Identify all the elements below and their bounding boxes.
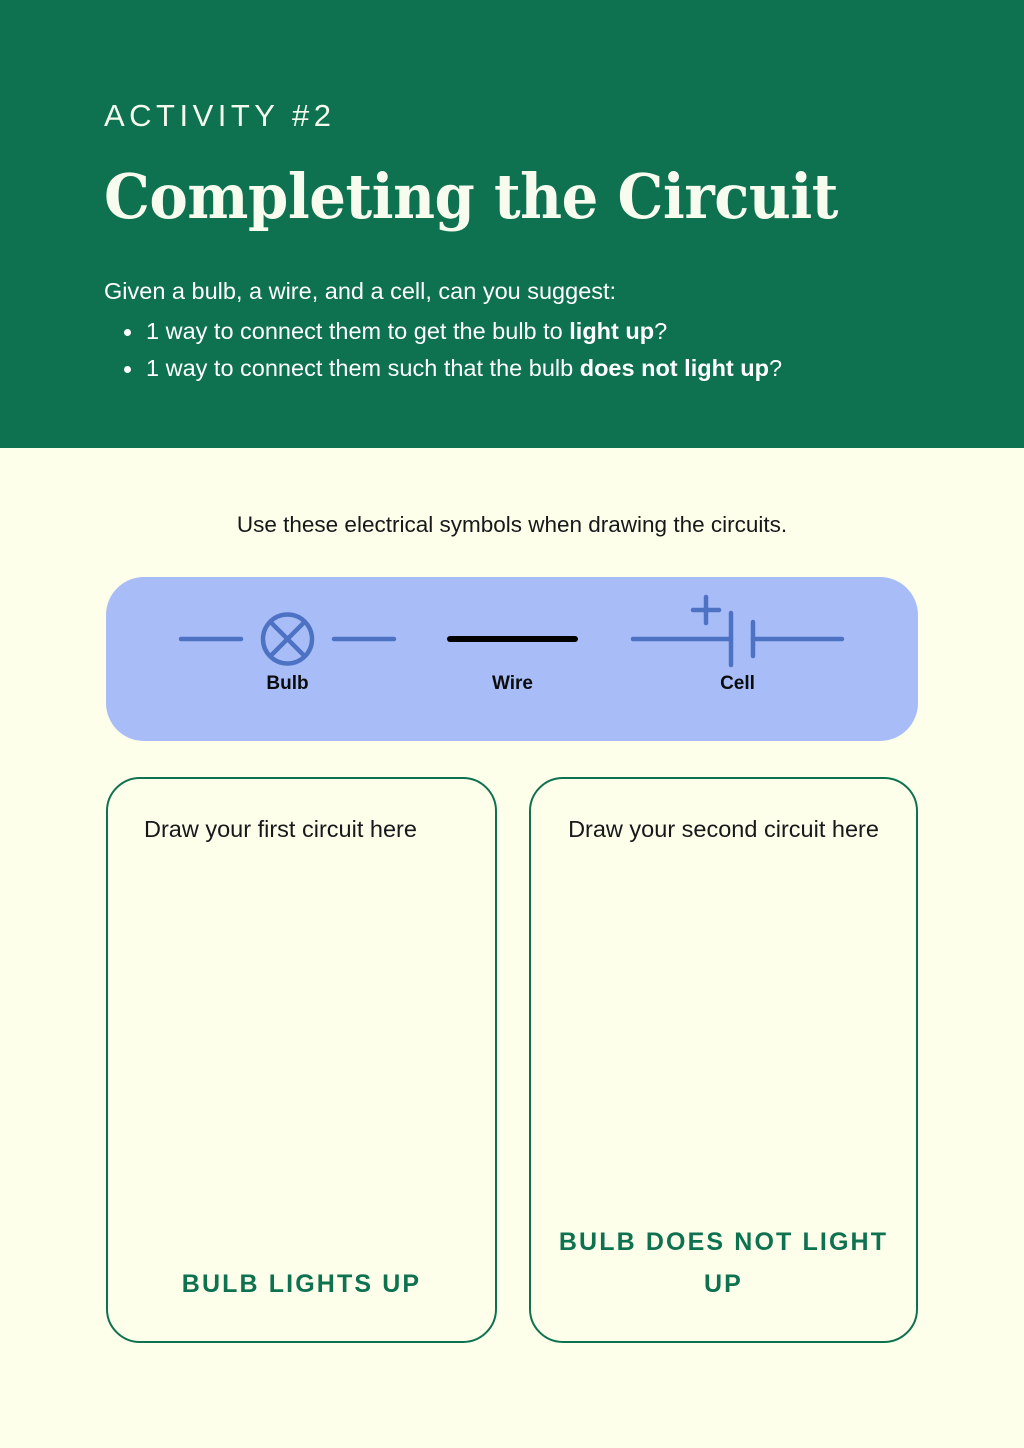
bullet-suffix-1: ? xyxy=(654,318,668,344)
page-title: Completing the Circuit xyxy=(104,160,838,233)
draw-prompt-second: Draw your second circuit here xyxy=(568,816,879,842)
result-label-second: BULB DOES NOT LIGHT UP xyxy=(558,1228,889,1298)
symbol-item-wire: Wire xyxy=(400,577,625,741)
battery-cell-icon xyxy=(630,594,845,668)
symbols-caption: Use these electrical symbols when drawin… xyxy=(236,512,788,537)
symbol-label-bulb: Bulb xyxy=(266,673,309,694)
prompt-bullet-list: 1 way to connect them to get the bulb to… xyxy=(104,313,782,387)
symbol-item-cell: Cell xyxy=(625,577,850,741)
list-item: 1 way to connect them to get the bulb to… xyxy=(104,313,782,350)
answer-box-second-circuit[interactable]: Draw your second circuit here BULB DOES … xyxy=(529,777,918,1343)
answer-box-first-circuit[interactable]: Draw your first circuit here BULB LIGHTS… xyxy=(106,777,497,1343)
draw-prompt-first: Draw your first circuit here xyxy=(144,816,417,842)
header-band: ACTIVITY #2 Completing the Circuit Given… xyxy=(0,0,1024,448)
prompt-intro: Given a bulb, a wire, and a cell, can yo… xyxy=(104,278,617,304)
bullet-emphasis-2: does not light up xyxy=(579,355,769,381)
bullet-emphasis-1: light up xyxy=(569,318,655,344)
list-item: 1 way to connect them such that the bulb… xyxy=(104,350,782,387)
bullet-prefix-2: 1 way to connect them such that the bulb xyxy=(146,355,580,381)
bullet-prefix-1: 1 way to connect them to get the bulb to xyxy=(146,318,570,344)
result-label-first: BULB LIGHTS UP xyxy=(181,1270,422,1298)
symbols-panel: Bulb Wire Cell xyxy=(106,577,918,741)
bullet-suffix-2: ? xyxy=(769,355,783,381)
symbol-label-cell: Cell xyxy=(720,673,755,694)
lamp-circle-x-icon xyxy=(178,612,397,666)
symbol-item-bulb: Bulb xyxy=(175,577,400,741)
wire-line-icon xyxy=(447,636,578,642)
activity-eyebrow: ACTIVITY #2 xyxy=(104,98,336,133)
symbol-label-wire: Wire xyxy=(491,673,533,694)
